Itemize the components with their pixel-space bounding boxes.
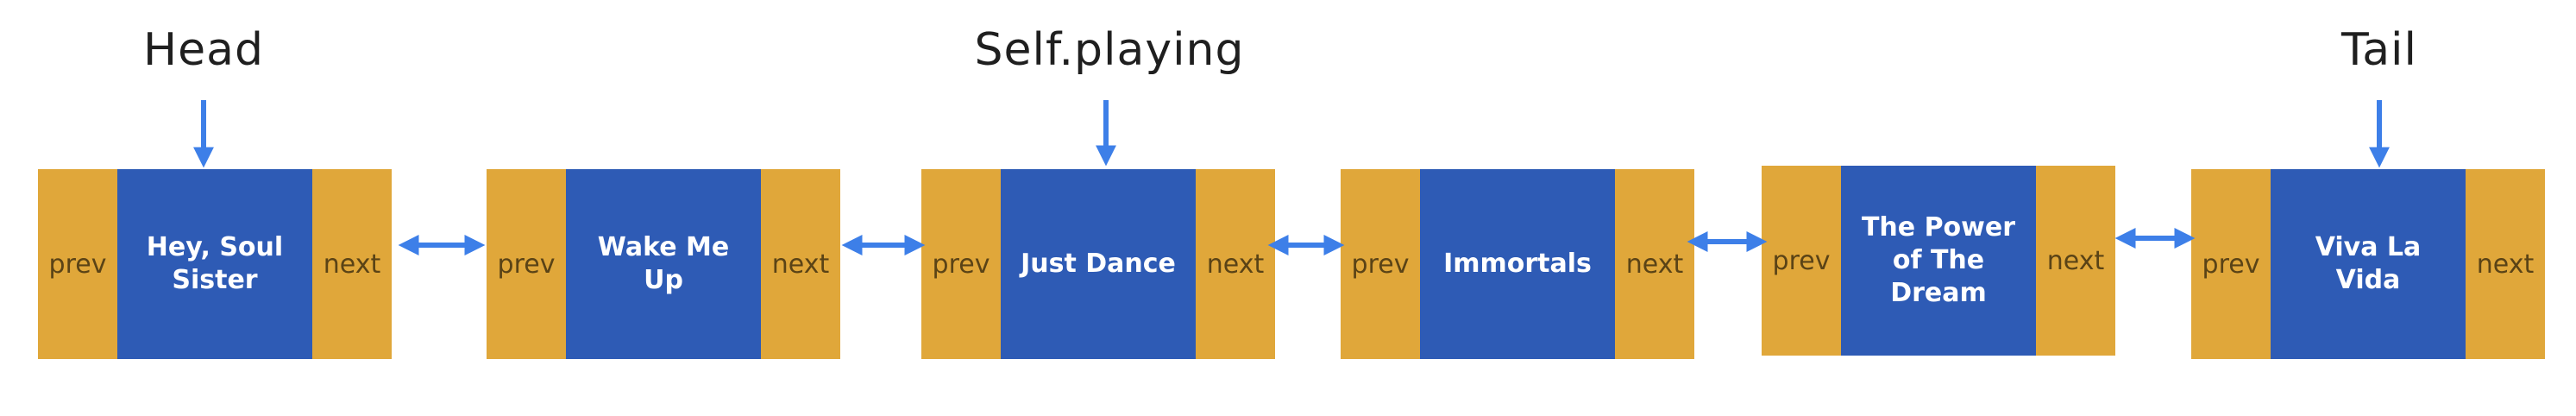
- list-node-2: prev Wake Me Up next: [487, 169, 840, 359]
- song-title: The Power of The Dream: [1841, 166, 2036, 356]
- next-field: next: [2036, 166, 2115, 356]
- next-field: next: [761, 169, 840, 359]
- next-field: next: [1196, 169, 1275, 359]
- list-node-1: prev Hey, Soul Sister next: [38, 169, 392, 359]
- list-node-5: prev The Power of The Dream next: [1762, 166, 2115, 356]
- prev-field: prev: [487, 169, 566, 359]
- prev-field: prev: [1341, 169, 1420, 359]
- song-title: Just Dance: [1001, 169, 1196, 359]
- next-field: next: [1615, 169, 1694, 359]
- next-field: next: [2466, 169, 2545, 359]
- list-node-4: prev Immortals next: [1341, 169, 1694, 359]
- next-field: next: [312, 169, 392, 359]
- song-title: Viva La Vida: [2271, 169, 2466, 359]
- tail-label: Tail: [2341, 24, 2417, 76]
- list-node-6: prev Viva La Vida next: [2191, 169, 2545, 359]
- list-node-3: prev Just Dance next: [921, 169, 1275, 359]
- song-title: Immortals: [1420, 169, 1615, 359]
- song-title: Wake Me Up: [566, 169, 761, 359]
- self-playing-label: Self.playing: [974, 24, 1245, 76]
- prev-field: prev: [38, 169, 117, 359]
- prev-field: prev: [2191, 169, 2271, 359]
- prev-field: prev: [921, 169, 1001, 359]
- prev-field: prev: [1762, 166, 1841, 356]
- head-label: Head: [143, 24, 264, 76]
- song-title: Hey, Soul Sister: [117, 169, 312, 359]
